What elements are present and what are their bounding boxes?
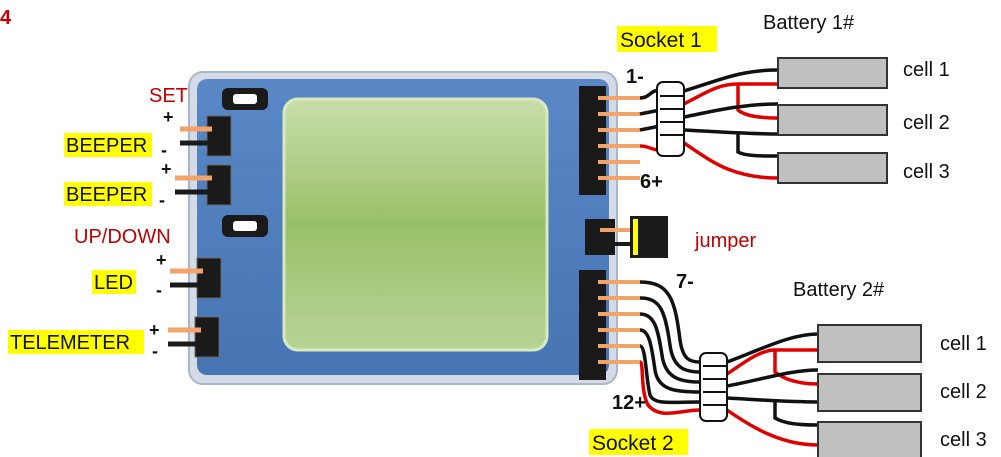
led-label: LED bbox=[94, 272, 133, 294]
beeper-1-label: BEEPER bbox=[66, 135, 147, 157]
socket-2-header[interactable] bbox=[579, 270, 640, 380]
beeper-2-plus: + bbox=[161, 159, 172, 179]
updown-button[interactable] bbox=[222, 215, 268, 237]
socket-1-plug[interactable] bbox=[656, 81, 685, 157]
lcd-screen bbox=[282, 97, 549, 352]
socket-2-plug[interactable] bbox=[699, 352, 728, 422]
beeper-2-highlight bbox=[64, 182, 152, 206]
jumper-cap[interactable] bbox=[630, 216, 668, 258]
socket-2-highlight bbox=[589, 429, 688, 455]
led-minus: - bbox=[156, 280, 162, 300]
telemeter-highlight bbox=[8, 330, 144, 354]
figure-number: 4 bbox=[0, 7, 12, 29]
jumper-label: jumper bbox=[694, 230, 756, 252]
jumper-header[interactable] bbox=[585, 219, 638, 255]
socket-2-pin-first: 7- bbox=[676, 271, 694, 293]
battery-2-cell-2 bbox=[817, 373, 922, 412]
battery-2-cell-2-label: cell 2 bbox=[940, 381, 987, 403]
battery-2-cells bbox=[817, 324, 922, 457]
set-button[interactable] bbox=[222, 88, 268, 110]
telemeter-minus: - bbox=[152, 341, 158, 361]
set-label: SET bbox=[149, 85, 188, 107]
socket-1-pin-first: 1- bbox=[626, 66, 644, 88]
battery-2-wires bbox=[638, 280, 819, 447]
telemeter-label: TELEMETER bbox=[10, 332, 130, 354]
battery-1-cell-1 bbox=[777, 57, 888, 89]
battery-2-cell-3 bbox=[817, 421, 922, 457]
beeper-1-minus: - bbox=[161, 140, 167, 160]
battery-2-cell-1 bbox=[817, 324, 922, 363]
led-highlight bbox=[92, 270, 136, 294]
battery-2-cell-1-label: cell 1 bbox=[940, 333, 987, 355]
led-connector[interactable] bbox=[170, 257, 222, 299]
battery-1-cell-1-label: cell 1 bbox=[903, 59, 950, 81]
battery-1-cells bbox=[777, 57, 888, 184]
battery-1-label: Battery 1# bbox=[763, 12, 855, 34]
battery-1-cell-2 bbox=[777, 104, 888, 136]
telemeter-connector[interactable] bbox=[168, 316, 220, 358]
socket-2-pin-last: 12+ bbox=[612, 392, 646, 414]
battery-1-cell-3-label: cell 3 bbox=[903, 161, 950, 183]
beeper-1-connector[interactable] bbox=[180, 115, 232, 157]
beeper-2-minus: - bbox=[159, 190, 165, 210]
beeper-2-connector[interactable] bbox=[175, 164, 232, 206]
socket-1-highlight bbox=[617, 26, 717, 52]
battery-2-label: Battery 2# bbox=[793, 279, 885, 301]
socket-1-header[interactable] bbox=[579, 86, 640, 195]
socket-1-pin-last: 6+ bbox=[640, 171, 663, 193]
beeper-1-highlight bbox=[64, 133, 152, 157]
updown-label: UP/DOWN bbox=[74, 226, 171, 248]
socket-1-label: Socket 1 bbox=[620, 29, 702, 52]
battery-1-cell-2-label: cell 2 bbox=[903, 112, 950, 134]
battery-2-cell-3-label: cell 3 bbox=[940, 429, 987, 451]
beeper-1-plus: + bbox=[163, 107, 174, 127]
beeper-2-label: BEEPER bbox=[66, 184, 147, 206]
led-plus: + bbox=[156, 250, 167, 270]
socket-2-label: Socket 2 bbox=[592, 432, 674, 455]
telemeter-plus: + bbox=[149, 320, 160, 340]
battery-1-cell-3 bbox=[777, 152, 888, 184]
